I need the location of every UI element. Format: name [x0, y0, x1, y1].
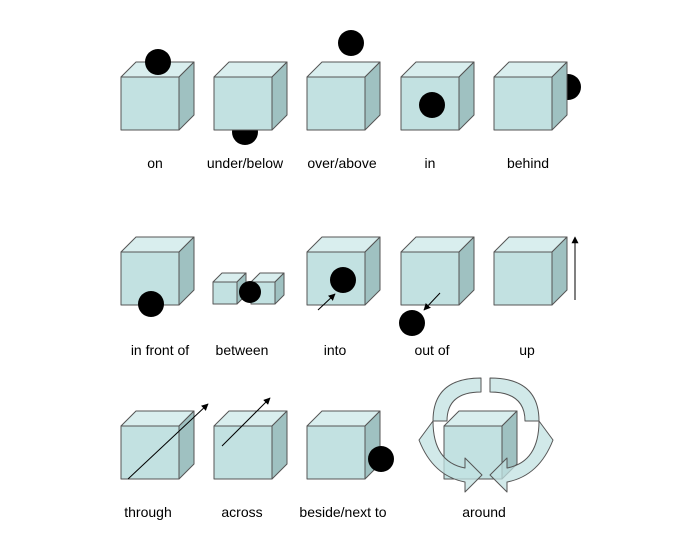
- label-through: through: [124, 504, 172, 520]
- label-out-of: out of: [414, 342, 450, 358]
- ball: [138, 291, 164, 317]
- label-under-below: under/below: [206, 155, 284, 171]
- ball: [368, 446, 394, 472]
- scene-around: [418, 377, 554, 493]
- cube: [213, 61, 288, 131]
- cube: [493, 61, 568, 131]
- label-behind: behind: [506, 155, 550, 171]
- cube: [213, 410, 288, 480]
- scene-across: [213, 397, 288, 480]
- label-on: on: [147, 155, 163, 171]
- cube-front-face: [400, 251, 460, 306]
- label-between: between: [215, 342, 269, 358]
- around-ribbon-back-left: [432, 377, 482, 422]
- label-over-above: over/above: [307, 155, 377, 171]
- scene-out-of: [399, 236, 475, 336]
- label-in-front-of: in front of: [130, 342, 190, 358]
- label-up: up: [519, 342, 535, 358]
- cube-front-face: [493, 251, 553, 306]
- ball: [338, 30, 364, 56]
- scene-through: [120, 403, 209, 480]
- ball: [419, 92, 445, 118]
- direction-arrow: [127, 403, 209, 480]
- cube-front-face: [306, 76, 366, 131]
- cube: [443, 410, 518, 480]
- ball: [239, 281, 261, 303]
- scene-over-above: [306, 30, 381, 131]
- direction-arrow: [221, 397, 271, 447]
- scene-in: [400, 61, 475, 131]
- cube-front-face: [213, 76, 273, 131]
- cube: [120, 410, 195, 480]
- cube: [400, 236, 475, 306]
- cube: [306, 410, 381, 480]
- direction-arrow: [317, 293, 336, 311]
- ball: [330, 267, 356, 293]
- scene-behind: [493, 61, 581, 131]
- cube-front-face: [120, 425, 180, 480]
- label-into: into: [323, 342, 347, 358]
- around-ribbon-front-right: [489, 420, 554, 493]
- scene-between: [212, 272, 285, 305]
- scene-beside-next-to: [306, 410, 394, 480]
- scene-under-below: [213, 61, 288, 145]
- ball: [399, 310, 425, 336]
- label-around: around: [462, 504, 506, 520]
- scene-up: [493, 236, 579, 306]
- around-ribbon-front-left: [418, 420, 483, 493]
- cube: [120, 61, 195, 131]
- scene-into: [306, 236, 381, 311]
- label-beside-next-to: beside/next to: [299, 504, 387, 520]
- label-in: in: [424, 155, 436, 171]
- cube-front-face: [212, 281, 238, 305]
- cube: [493, 236, 568, 306]
- cube: [306, 61, 381, 131]
- direction-arrow: [423, 292, 441, 311]
- cube-front-face: [306, 425, 366, 480]
- cube-front-face: [120, 76, 180, 131]
- ball: [145, 49, 171, 75]
- scene-on: [120, 49, 195, 131]
- cube-left: [212, 272, 247, 305]
- label-across: across: [221, 504, 263, 520]
- cube-front-face: [213, 425, 273, 480]
- scene-in-front-of: [120, 236, 195, 317]
- cube-front-face: [493, 76, 553, 131]
